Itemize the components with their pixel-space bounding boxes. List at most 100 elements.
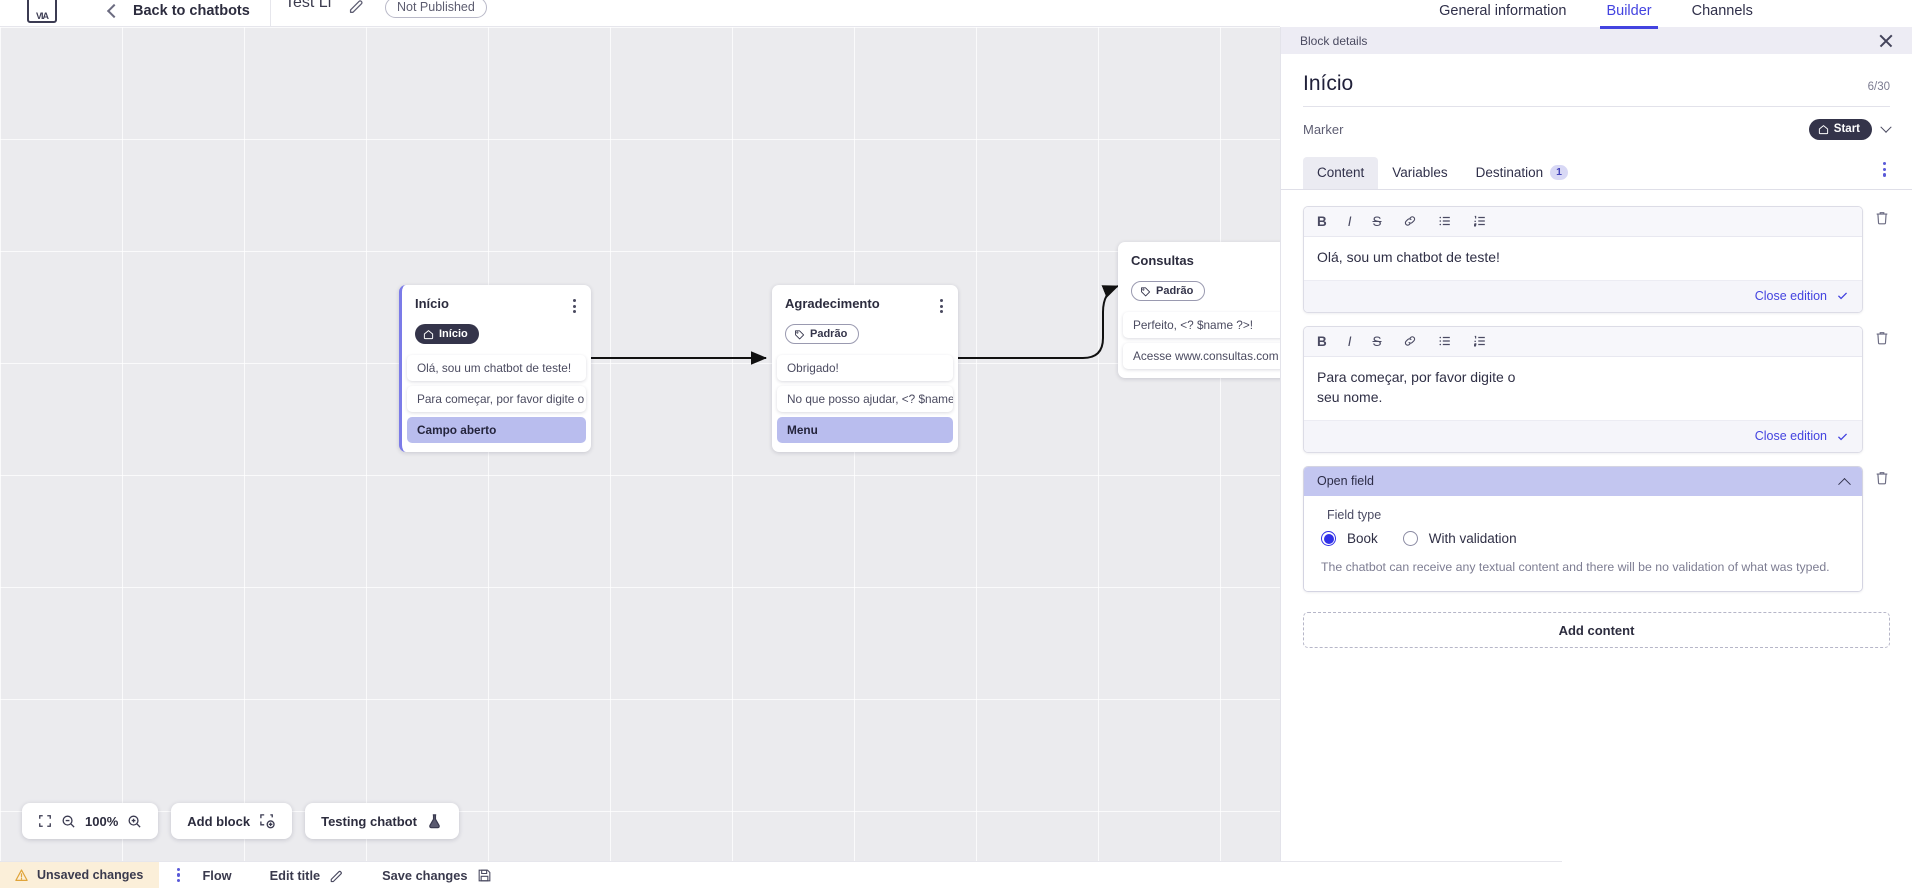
- page-title: Início: [1303, 72, 1354, 95]
- bold-button[interactable]: B: [1317, 334, 1327, 350]
- rich-text-editor[interactable]: B I S: [1303, 325, 1863, 454]
- canvas-toolbar: 100% Add block: [22, 803, 459, 839]
- add-block-button[interactable]: Add block: [171, 803, 293, 839]
- editor-text[interactable]: Para começar, por favor digite o seu nom…: [1304, 357, 1544, 421]
- node-message[interactable]: Para começar, por favor digite o ...: [407, 385, 586, 412]
- numbered-list-icon[interactable]: [1473, 334, 1487, 351]
- tab-channels[interactable]: Channels: [1691, 2, 1753, 19]
- tab-general-information[interactable]: General information: [1439, 2, 1567, 19]
- close-edition-button[interactable]: Close edition: [1754, 288, 1827, 303]
- add-content-button[interactable]: Add content: [1303, 612, 1890, 649]
- flow-node-inicio[interactable]: Início Início Olá, sou um chatbot de tes…: [399, 285, 591, 452]
- link-icon[interactable]: [1403, 334, 1417, 351]
- unsaved-changes-label: Unsaved changes: [37, 868, 144, 882]
- node-title: Consultas: [1131, 253, 1194, 268]
- bullet-list-icon[interactable]: [1438, 214, 1452, 231]
- marker-value: Start: [1833, 123, 1860, 135]
- node-message-highlight[interactable]: Campo aberto: [407, 416, 586, 443]
- publish-status-badge: Not Published: [385, 0, 487, 18]
- destination-count-badge: 1: [1550, 164, 1568, 180]
- node-menu-button[interactable]: [571, 296, 578, 316]
- chevron-up-icon[interactable]: [1838, 477, 1851, 491]
- tab-destination[interactable]: Destination 1: [1462, 157, 1582, 189]
- divider: [1303, 106, 1890, 107]
- block-details-panel: Block details Início 6/30 Marker: [1280, 27, 1912, 888]
- chevron-left-icon[interactable]: [106, 3, 122, 19]
- italic-button[interactable]: I: [1347, 214, 1352, 230]
- content-item: B I S: [1303, 205, 1890, 313]
- flow-button[interactable]: Flow: [202, 868, 231, 883]
- open-field-header[interactable]: Open field: [1304, 467, 1862, 497]
- tab-variables[interactable]: Variables: [1378, 157, 1461, 189]
- zoom-out-icon[interactable]: [61, 814, 76, 829]
- trash-icon[interactable]: [1874, 466, 1890, 491]
- node-title: Início: [415, 296, 449, 311]
- node-message-highlight[interactable]: Menu: [777, 416, 953, 443]
- tab-builder[interactable]: Builder: [1600, 2, 1658, 29]
- check-icon[interactable]: [1836, 289, 1849, 302]
- tab-variables-label: Variables: [1392, 164, 1448, 180]
- pencil-icon[interactable]: [348, 0, 365, 19]
- testing-chatbot-button[interactable]: Testing chatbot: [305, 803, 459, 839]
- pencil-icon: [329, 868, 344, 883]
- node-message[interactable]: Acesse www.consultas.com par...: [1123, 342, 1305, 369]
- radio-with-validation-label: With validation: [1428, 531, 1517, 547]
- node-header: Agradecimento: [772, 296, 958, 316]
- panel-header: Block details: [1281, 27, 1912, 54]
- close-icon[interactable]: [1878, 33, 1894, 49]
- tab-content[interactable]: Content: [1303, 156, 1379, 189]
- radio-book[interactable]: [1321, 531, 1336, 547]
- node-marker-badge: Padrão: [785, 324, 860, 344]
- node-message-list: Olá, sou um chatbot de teste! Para começ…: [402, 354, 591, 443]
- save-changes-label: Save changes: [382, 867, 468, 883]
- node-message[interactable]: No que posso ajudar, <? $name ...: [777, 385, 953, 412]
- app-logo-text: VIA: [35, 11, 49, 21]
- link-icon[interactable]: [1403, 214, 1417, 231]
- add-block-icon: [259, 813, 276, 830]
- node-header: Início: [402, 296, 591, 316]
- content-item: Open field Field type Book With validati…: [1303, 466, 1890, 593]
- italic-button[interactable]: I: [1347, 334, 1352, 350]
- rich-text-editor[interactable]: B I S: [1303, 205, 1863, 313]
- node-badge-row: Início: [402, 316, 591, 345]
- bold-button[interactable]: B: [1317, 214, 1327, 230]
- kebab-menu-icon[interactable]: [1879, 154, 1890, 189]
- chevron-down-icon[interactable]: [1880, 121, 1892, 133]
- bullet-list-icon[interactable]: [1438, 334, 1452, 351]
- save-disk-icon: [477, 868, 492, 883]
- main-tabs: General information Builder Channels: [1280, 0, 1912, 29]
- fit-screen-icon[interactable]: [38, 814, 52, 828]
- edge-agradecimento-consultas: [958, 285, 1119, 359]
- editor-text[interactable]: Olá, sou um chatbot de teste!: [1304, 237, 1862, 280]
- node-message[interactable]: Perfeito, <? $name ?>!: [1123, 311, 1305, 338]
- content-tab-panel: B I S: [1281, 189, 1912, 593]
- editor-toolbar: B I S: [1304, 206, 1862, 238]
- bot-title: Test Li: [285, 0, 332, 11]
- trash-icon[interactable]: [1874, 206, 1890, 231]
- add-block-label: Add block: [187, 813, 251, 829]
- home-icon: [1818, 124, 1829, 135]
- node-message[interactable]: Olá, sou um chatbot de teste!: [407, 354, 586, 381]
- kebab-menu-icon[interactable]: [177, 867, 181, 883]
- tag-icon: [794, 329, 805, 340]
- radio-with-validation[interactable]: [1402, 531, 1418, 547]
- flow-node-consultas[interactable]: Consultas Padrão Perfeito, <? $name ?>! …: [1118, 242, 1310, 378]
- strikethrough-button[interactable]: S: [1372, 334, 1382, 350]
- edit-title-button[interactable]: Edit title: [270, 868, 344, 883]
- numbered-list-icon[interactable]: [1473, 214, 1487, 231]
- close-edition-button[interactable]: Close edition: [1754, 429, 1827, 444]
- panel-body: Início 6/30 Marker Start: [1281, 54, 1912, 888]
- zoom-in-icon[interactable]: [127, 814, 142, 829]
- check-icon[interactable]: [1836, 430, 1849, 443]
- node-message[interactable]: Obrigado!: [777, 354, 953, 381]
- save-changes-button[interactable]: Save changes: [382, 868, 491, 883]
- back-to-chatbots-link[interactable]: Back to chatbots: [133, 2, 250, 19]
- strikethrough-button[interactable]: S: [1372, 214, 1382, 230]
- app-logo-icon[interactable]: VIA: [27, 0, 57, 23]
- panel-tab-strip: Content Variables Destination 1: [1281, 154, 1912, 190]
- trash-icon[interactable]: [1874, 326, 1890, 351]
- node-menu-button[interactable]: [938, 296, 945, 316]
- flow-node-agradecimento[interactable]: Agradecimento Padrão Obrigado! No que po…: [772, 285, 958, 452]
- marker-select[interactable]: Start: [1808, 119, 1872, 140]
